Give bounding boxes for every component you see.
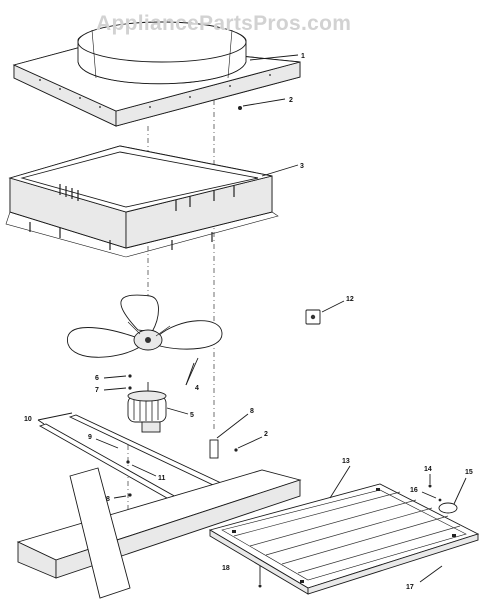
callout-2-lower: 2 <box>264 431 268 438</box>
callout-16: 16 <box>410 487 418 494</box>
callout-10: 10 <box>24 416 32 423</box>
callout-5: 5 <box>190 412 194 419</box>
callout-4: 4 <box>195 385 199 392</box>
part-15-cap <box>438 477 467 514</box>
part-2-screw-lower <box>234 436 263 452</box>
part-3-cabinet-shell <box>5 145 299 258</box>
watermark-logo: AppliancePartsPros.com <box>96 12 352 35</box>
part-5-motor <box>127 382 189 433</box>
part-11-screw <box>113 460 157 499</box>
part-17-foot <box>419 565 443 583</box>
callout-labels: 1 2 3 12 4 6 7 5 8 2 10 9 11 8 13 14 15 … <box>24 53 473 591</box>
part-12-clip <box>305 300 345 325</box>
callout-12: 12 <box>346 296 354 303</box>
part-2-screw <box>238 98 286 110</box>
callout-3: 3 <box>300 163 304 170</box>
callout-6: 6 <box>95 375 99 382</box>
callout-14: 14 <box>424 466 432 473</box>
callout-13: 13 <box>342 458 350 465</box>
part-9-support <box>95 438 119 449</box>
callout-8: 8 <box>250 408 254 415</box>
callout-2: 2 <box>289 97 293 104</box>
callout-18: 18 <box>222 565 230 572</box>
callout-7: 7 <box>95 387 99 394</box>
callout-17: 17 <box>406 584 414 591</box>
callout-1: 1 <box>301 53 305 60</box>
part-6-7-hardware <box>103 374 132 391</box>
callout-15: 15 <box>465 469 473 476</box>
part-13-bottom-panel <box>208 465 480 595</box>
part-4-fan-blade <box>67 294 223 386</box>
callout-9: 9 <box>88 434 92 441</box>
callout-8-lower: 8 <box>106 496 110 503</box>
part-14-screw <box>428 474 432 488</box>
part-1-top-cover <box>12 21 301 127</box>
callout-11: 11 <box>158 475 166 482</box>
base-beam <box>16 467 302 599</box>
part-8-bracket <box>209 413 249 459</box>
part-16-clip <box>421 491 442 502</box>
part-18-screw <box>258 566 262 588</box>
